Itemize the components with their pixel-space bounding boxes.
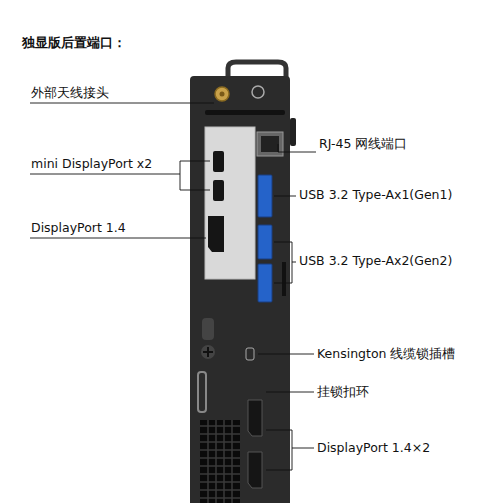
usb-port (258, 225, 272, 259)
slot-label: Kensington 线缆锁插槽 (316, 346, 456, 361)
antenna-connector (215, 87, 229, 101)
port-label: DisplayPort 1.4×2 (316, 440, 431, 455)
loop-label: 挂锁扣环 (316, 384, 370, 399)
port-label: USB 3.2 Type-Ax1(Gen1) (298, 187, 453, 202)
tower-body (190, 76, 290, 503)
mini-dp-port (213, 151, 224, 172)
antenna-label: 外部天线接头 (30, 85, 110, 100)
port-label: DisplayPort 1.4 (30, 220, 127, 235)
leader-lines (30, 103, 316, 470)
dp-port (248, 452, 262, 488)
mini-dp-port (213, 180, 224, 201)
title: 独显版后置端口： (22, 34, 126, 52)
padlock-loop (198, 372, 206, 412)
usb-port (258, 175, 272, 217)
side-knob (290, 118, 296, 146)
usb-port (258, 264, 272, 302)
port-label: mini DisplayPort x2 (30, 156, 153, 171)
io-panel (205, 127, 255, 279)
kensington-slot (246, 348, 254, 360)
dp-port (208, 216, 224, 252)
dp-port (248, 400, 262, 436)
port-label: RJ-45 网线端口 (318, 136, 408, 151)
port-label: USB 3.2 Type-Ax2(Gen2) (298, 253, 453, 268)
vents (200, 420, 240, 503)
